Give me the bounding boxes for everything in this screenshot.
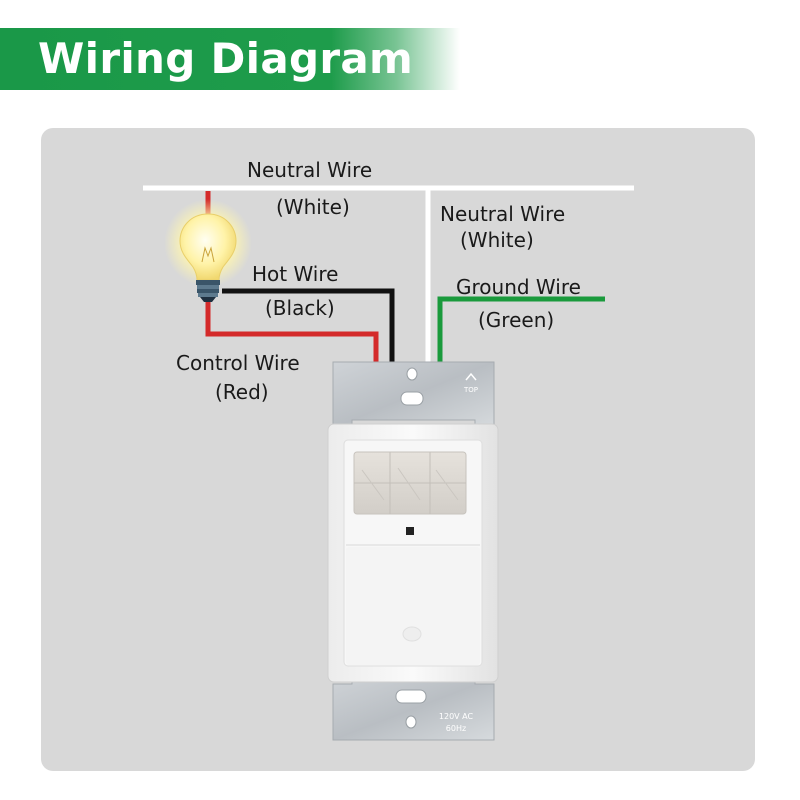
ground-wire (437, 296, 605, 362)
bottom-mounting-strap: 120V AC 60Hz (332, 677, 495, 741)
rating-line-2: 60Hz (446, 724, 466, 733)
label-ground: Ground Wire (456, 275, 581, 299)
neutral-wire (143, 185, 634, 362)
title-banner (0, 28, 460, 90)
label-neutral-right: Neutral Wire (440, 202, 566, 226)
page-title: Wiring Diagram (38, 34, 414, 83)
top-mark: TOP (463, 386, 478, 394)
label-neutral-top-color: (White) (276, 195, 350, 219)
label-neutral-top: Neutral Wire (247, 158, 373, 182)
top-mounting-strap: TOP (332, 361, 495, 429)
indicator-led (406, 527, 414, 535)
rating-line-1: 120V AC (439, 712, 474, 721)
label-hot: Hot Wire (252, 262, 339, 286)
label-neutral-right-color: (White) (460, 228, 534, 252)
hot-wire (222, 288, 395, 362)
light-bulb-icon (164, 199, 252, 302)
label-control: Control Wire (176, 351, 300, 375)
label-control-color: (Red) (215, 380, 269, 404)
label-ground-color: (Green) (478, 308, 555, 332)
motion-sensor-switch: TOP 120V AC 60Hz (327, 361, 499, 741)
label-hot-color: (Black) (265, 296, 335, 320)
